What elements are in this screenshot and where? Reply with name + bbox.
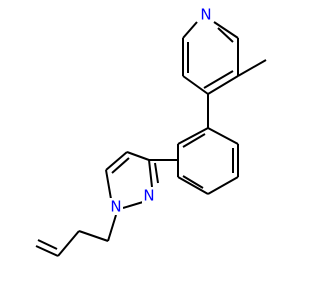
pyrazole-n1-atom: N [109,198,123,216]
pyrazole-bond [122,201,144,209]
chain-bond [107,214,117,242]
benzene-bond [177,127,209,145]
pyrazole-n2-background [142,187,156,204]
benzene-inner-bond [182,175,204,189]
pyridine-bond [182,21,198,39]
pyridine-inner-bond [217,27,234,43]
pyrazole-bond [148,159,153,188]
pyrazole-inner-bond [111,157,130,174]
pyridine-bond [213,21,239,39]
pyrazole-bond [105,169,112,200]
pyrazole-n1-label: N [110,198,121,216]
methyl-bond [237,59,267,77]
benzene-bond [177,176,209,195]
pyrazole-n1-background [109,198,123,215]
pyridine-nitrogen-label: N [200,6,211,24]
alkene-second-bond [37,239,58,250]
structure-drawing: N N N [35,6,267,257]
pyridine-nitrogen-atom: N [199,6,213,24]
pyridine-inner-bond [203,70,234,89]
chain-bond [57,230,80,257]
pyridine-nitrogen-background [199,6,213,23]
pyrazole-inner-bond [154,162,159,184]
atom-label-layer: N N N [109,6,213,216]
chain-bond [78,230,109,242]
bond-layer [35,21,267,257]
chain-bond [35,245,59,257]
pyrazole-n2-atom: N [142,187,156,205]
pyridine-bond [207,75,239,95]
pyrazole-bond [126,151,150,161]
pyrazole-bond [105,151,128,171]
benzene-bond [207,176,239,195]
benzene-bond [207,127,239,145]
benzene-inner-bond [182,133,206,148]
pyridine-bond [182,75,209,95]
pyrazole-n2-label: N [143,187,154,205]
